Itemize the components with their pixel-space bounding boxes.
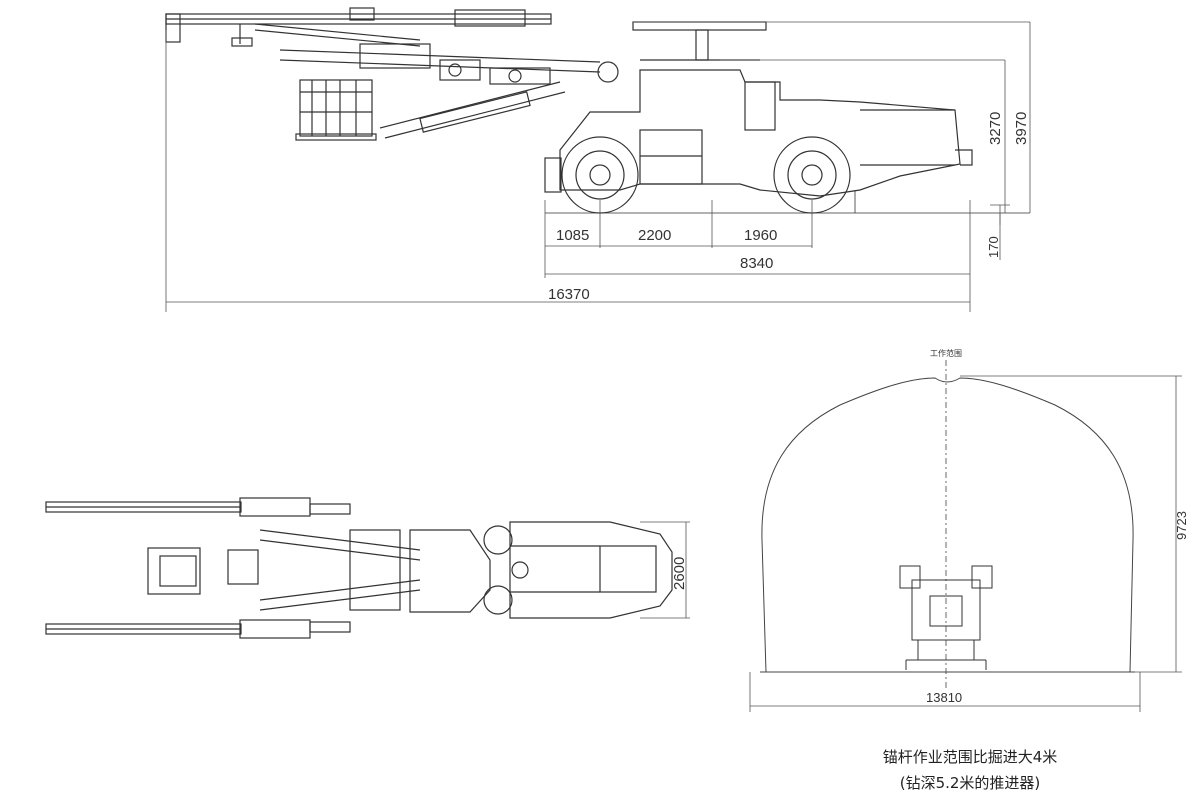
carrier-body: [544, 69, 973, 197]
operator-canopy: [632, 21, 767, 61]
work-basket: [295, 79, 377, 141]
tunnel-label-top: 工作范围: [930, 348, 962, 358]
side-view-dimensions: [165, 21, 1031, 312]
caption-line-2: (钻深5.2米的推进器): [899, 774, 1041, 792]
dim-front-overhang: 1085: [556, 227, 589, 244]
top-feed-upper: [45, 497, 351, 517]
caption-line-1: 锚杆作业范围比掘进大4米: [882, 748, 1058, 766]
dim-body-length: 8340: [740, 255, 773, 272]
dim-ground-clearance: 170: [986, 236, 1001, 258]
dim-wheelbase-a: 2200: [638, 227, 671, 244]
top-view-dimensions: [640, 521, 690, 619]
side-view-drawing: [165, 7, 1030, 214]
tunnel-dimensions: [749, 375, 1182, 712]
dim-height-2: 3970: [1013, 112, 1030, 145]
dim-wheelbase-b: 1960: [744, 227, 777, 244]
dim-total-length: 16370: [548, 286, 590, 303]
tunnel-outline: [761, 377, 1134, 673]
dim-height-1: 3270: [987, 112, 1004, 145]
top-view-drawing: [45, 497, 673, 639]
dim-tunnel-width: 13810: [926, 690, 962, 705]
machine-front-view: [899, 565, 993, 670]
boom-arm: [279, 43, 619, 139]
top-feed-lower: [45, 619, 351, 639]
dim-width: 2600: [671, 557, 688, 590]
front-wheel: [561, 136, 639, 214]
drill-boom-feed: [165, 7, 552, 47]
top-booms: [147, 529, 421, 611]
top-rear-chassis: [509, 521, 673, 619]
dim-tunnel-height: 9723: [1174, 511, 1189, 540]
tunnel-profile-drawing: [760, 360, 1135, 690]
top-front-chassis: [409, 525, 513, 615]
